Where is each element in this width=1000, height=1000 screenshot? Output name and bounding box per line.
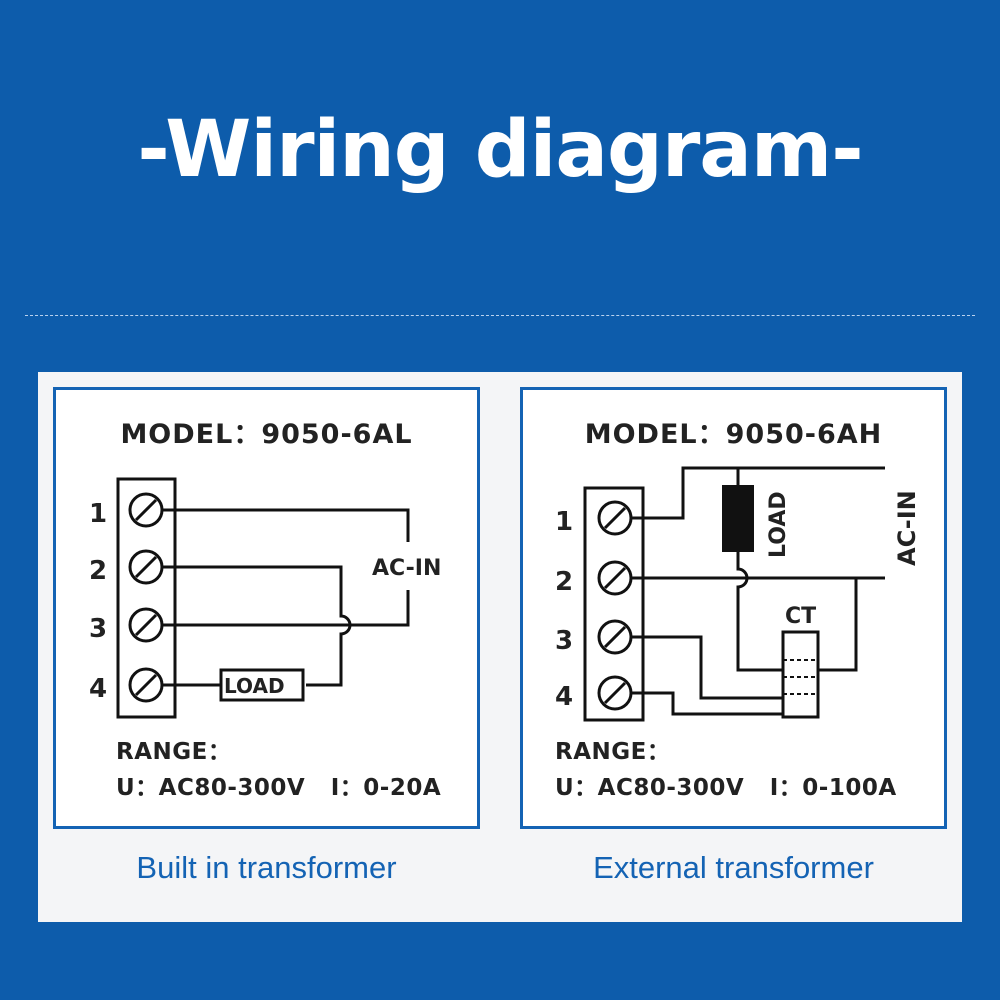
terminal-number-1: 1 [555, 507, 573, 537]
terminal-number-2: 2 [89, 556, 107, 586]
terminal-screw-2 [128, 549, 164, 585]
ac-in-label-left: AC-IN [372, 556, 441, 581]
caption-external-transformer: External transformer [593, 850, 874, 885]
terminal-number-3: 3 [89, 614, 107, 644]
terminal-screw-4 [597, 675, 633, 711]
terminal-number-2: 2 [555, 567, 573, 597]
wire-4-ct [631, 691, 783, 716]
terminal-screw-1 [597, 500, 633, 536]
terminal-screw-2 [597, 560, 633, 596]
ct-box [781, 630, 820, 719]
ct-label: CT [785, 604, 816, 629]
terminal-number-1: 1 [89, 499, 107, 529]
wire-3-ct [631, 635, 783, 700]
range-values-left: U：AC80-300V I：0-20A [116, 775, 442, 801]
wire-2-load [162, 565, 352, 687]
panel-external-transformer: MODEL：9050-6AH [520, 387, 947, 829]
panel-built-in-transformer: MODEL：9050-6AL 1 [53, 387, 480, 829]
wiring-diagram-right: 1 2 3 4 LOAD AC-IN CT [555, 466, 921, 722]
wiring-diagram-left: 1 2 3 4 AC-IN LOAD [89, 477, 441, 719]
load-label-left: LOAD [224, 674, 285, 698]
caption-built-in-transformer: Built in transformer [136, 850, 397, 885]
dashed-divider [25, 315, 975, 316]
terminal-screw-1 [128, 492, 164, 528]
wire-3-ac-in [162, 590, 410, 627]
terminal-number-4: 4 [89, 674, 107, 704]
model-label-9050-6al: MODEL：9050-6AL [120, 419, 413, 450]
wire-load-ct-loop [736, 552, 858, 672]
terminal-screw-4 [128, 667, 164, 703]
terminal-number-3: 3 [555, 626, 573, 656]
load-resistor [722, 485, 754, 552]
terminal-number-4: 4 [555, 682, 573, 712]
wire-1-ac-in [631, 466, 885, 520]
load-box-left [219, 668, 305, 702]
range-label-right: RANGE： [555, 739, 671, 765]
wire-1-ac-in [162, 508, 410, 542]
diagram-card: MODEL：9050-6AL 1 [38, 372, 962, 922]
terminal-screw-3 [597, 619, 633, 655]
page-title: -Wiring diagram- [137, 105, 863, 195]
terminal-screw-3 [128, 607, 164, 643]
load-label-right: LOAD [766, 491, 791, 558]
ac-in-label-right: AC-IN [893, 490, 921, 566]
model-label-9050-6ah: MODEL：9050-6AH [584, 419, 883, 450]
range-values-right: U：AC80-300V I：0-100A [555, 775, 897, 801]
range-label-left: RANGE： [116, 739, 232, 765]
